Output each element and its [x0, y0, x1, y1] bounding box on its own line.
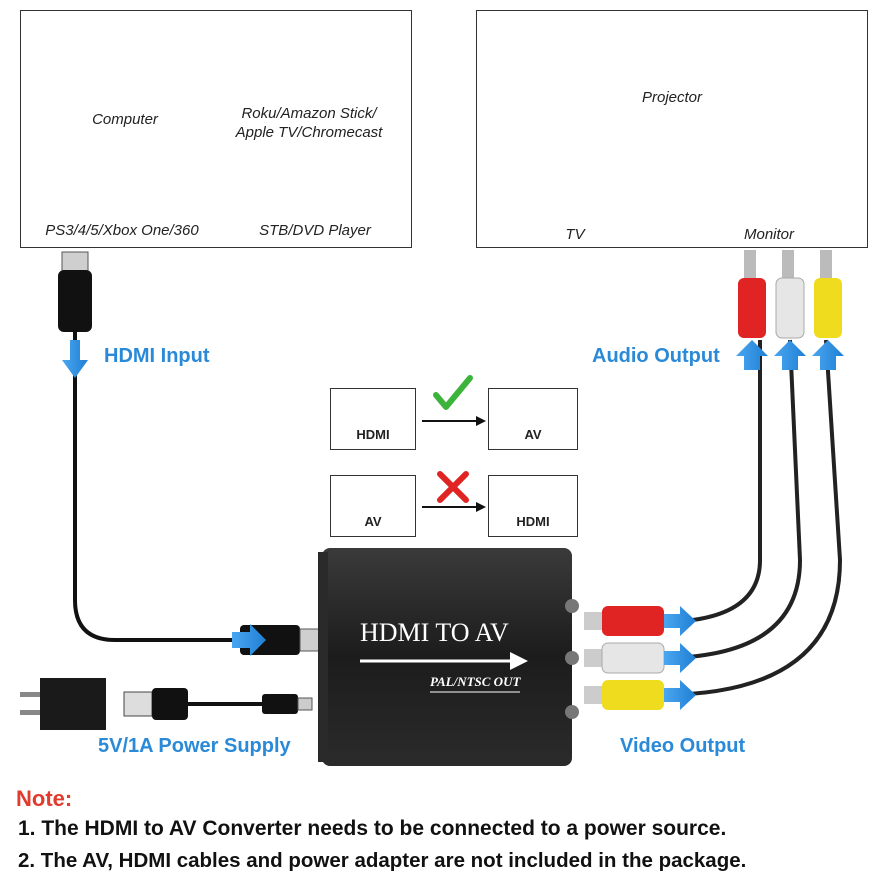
cross-icon [437, 471, 469, 503]
compat-box-hdmi-target: HDMI [488, 475, 578, 537]
compat-box-av-source: AV [330, 475, 416, 537]
caption-computer: Computer [92, 111, 158, 128]
note-line-1: 1. The HDMI to AV Converter needs to be … [18, 817, 727, 840]
converter-subtitle: PAL/NTSC OUT [430, 674, 521, 689]
audio-output-label: Audio Output [592, 345, 720, 367]
hdmi-cable [58, 251, 321, 655]
compat-box-hdmi-source: HDMI [330, 388, 416, 450]
power-adapter [20, 678, 313, 730]
caption-tv: TV [565, 226, 585, 243]
compat-box-label: HDMI [516, 514, 550, 529]
video-output-arrow-icon [664, 606, 696, 710]
hdmi-input-label: HDMI Input [104, 345, 210, 367]
compat-box-label: AV [524, 427, 542, 442]
caption-stb: STB/DVD Player [259, 222, 371, 239]
compat-box-label: AV [364, 514, 382, 529]
rca-cables [659, 339, 843, 697]
compat-box-label: HDMI [356, 427, 390, 442]
converter-title: HDMI TO AV [360, 618, 509, 647]
caption-streaming: Roku/Amazon Stick/ Apple TV/Chromecast [224, 104, 394, 142]
note-line-2: 2. The AV, HDMI cables and power adapter… [18, 849, 747, 872]
caption-console: PS3/4/5/Xbox One/360 [45, 222, 199, 239]
power-supply-label: 5V/1A Power Supply [98, 735, 291, 757]
caption-streaming-line1: Roku/Amazon Stick/ [241, 105, 377, 122]
hdmi-input-arrow-icon [62, 340, 266, 656]
compat-box-av-target: AV [488, 388, 578, 450]
rca-plugs-side [584, 606, 665, 710]
caption-monitor: Monitor [743, 226, 795, 243]
video-output-label: Video Output [620, 735, 746, 757]
audio-output-arrow-icon [736, 340, 844, 370]
caption-projector: Projector [641, 89, 703, 106]
check-icon [433, 375, 473, 410]
source-devices-panel [20, 10, 412, 248]
display-devices-panel [476, 10, 868, 248]
converter-box [318, 548, 579, 766]
caption-streaming-line2: Apple TV/Chromecast [235, 124, 383, 141]
note-title: Note: [16, 786, 73, 811]
compat-arrows [422, 416, 486, 512]
rca-plugs-top [738, 250, 842, 339]
